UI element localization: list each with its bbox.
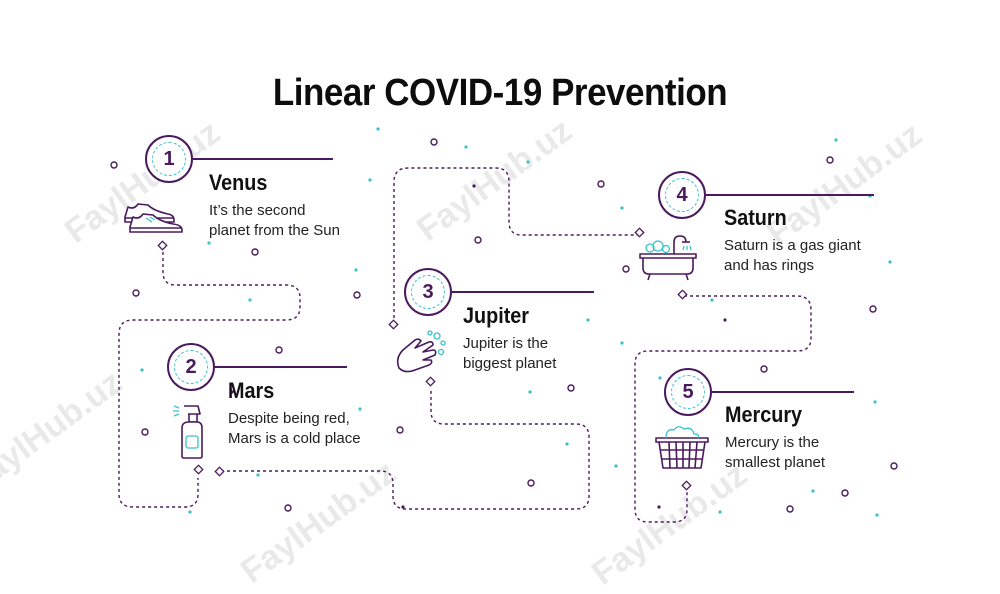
step-description: Saturn is a gas giant and has rings: [724, 237, 861, 274]
step-description: Despite being red, Mars is a cold place: [228, 410, 361, 447]
step-number-badge: 2: [167, 343, 215, 391]
step-number-badge: 4: [658, 171, 706, 219]
step-title: Saturn: [724, 205, 787, 230]
step-divider-line: [193, 158, 333, 160]
step-title: Jupiter: [463, 303, 530, 328]
step-title: Mars: [228, 378, 275, 403]
step-description: Mercury is the smallest planet: [725, 434, 826, 471]
bathtub-icon: [639, 235, 697, 281]
connector-2-3: [221, 390, 590, 510]
connector-4-5: [634, 295, 812, 523]
step-description: Jupiter is the biggest planet: [463, 335, 557, 372]
laundry-basket-icon: [655, 426, 709, 469]
step-divider-line: [452, 291, 594, 293]
connector-3-4: [393, 167, 638, 324]
step-title: Mercury: [725, 402, 803, 427]
step-number-badge: 5: [664, 368, 712, 416]
step-number-badge: 3: [404, 268, 452, 316]
hand-washing-icon: [396, 330, 446, 373]
page-title: Linear COVID-19 Prevention: [272, 72, 728, 114]
step-title: Venus: [209, 170, 268, 195]
decorative-dots: [110, 138, 898, 513]
sneakers-icon: [124, 203, 183, 233]
step-divider-line: [712, 391, 854, 393]
step-description: It’s the second planet from the Sun: [209, 202, 340, 239]
infographic-slide: FaylHub.uz FaylHub.uz FaylHub.uz FaylHub…: [0, 72, 929, 593]
step-divider-line: [706, 194, 874, 196]
spray-bottle-icon: [173, 405, 203, 459]
step-number-badge: 1: [145, 135, 193, 183]
connector-paths: [110, 127, 898, 523]
teal-dots: [140, 127, 892, 517]
step-divider-line: [215, 366, 347, 368]
